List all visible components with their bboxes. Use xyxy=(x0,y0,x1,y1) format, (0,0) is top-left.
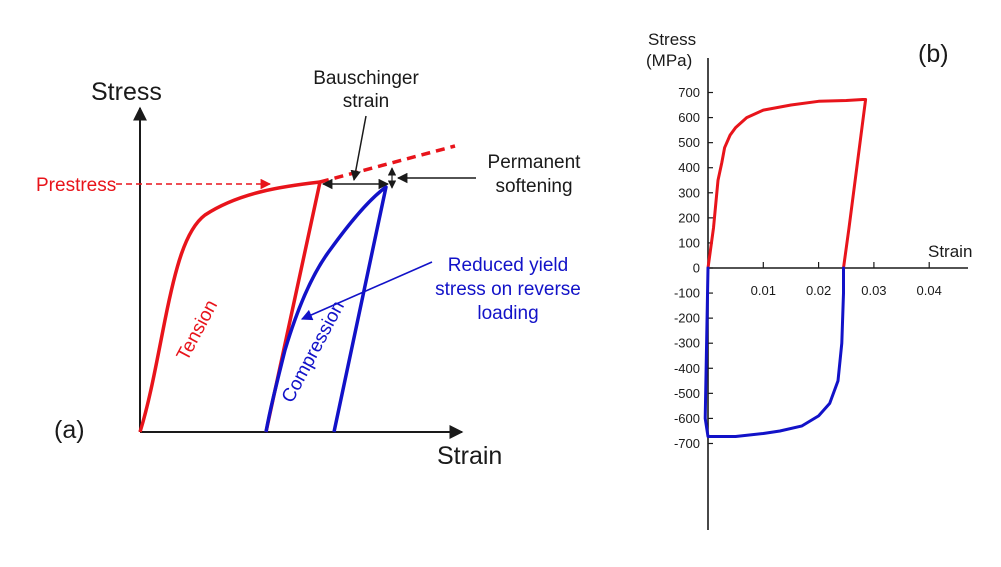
y-tick-label: -200 xyxy=(674,311,700,326)
panel-b-x-axis-label: Strain xyxy=(928,242,972,261)
panel-b-series xyxy=(703,98,868,438)
softening-label-line2: softening xyxy=(495,176,572,197)
compression-curve xyxy=(264,185,388,433)
reduced-yield-label-line2: stress on reverse xyxy=(435,279,581,300)
panel-b-y-axis-label-line1: Stress xyxy=(648,30,696,49)
panel-b-y-axis-label-line2: (MPa) xyxy=(646,51,692,70)
y-tick-label: -300 xyxy=(674,336,700,351)
y-tick-label: 700 xyxy=(678,85,700,100)
bauschinger-label-line2: strain xyxy=(343,91,389,112)
softening-label-line1: Permanent xyxy=(488,152,582,173)
tension-label: Tension xyxy=(173,297,222,365)
y-tick-label: 600 xyxy=(678,110,700,125)
y-tick-label: -500 xyxy=(674,386,700,401)
y-tick-label: 200 xyxy=(678,210,700,225)
tension-curve xyxy=(138,180,322,433)
panel-a-tag: (a) xyxy=(54,416,85,444)
panel-a-y-axis-label: Stress xyxy=(91,78,162,106)
y-tick-label: 400 xyxy=(678,160,700,175)
x-tick-label: 0.02 xyxy=(806,283,831,298)
y-tick-label: -100 xyxy=(674,286,700,301)
tension-loading-series xyxy=(706,98,868,270)
y-tick-label: -700 xyxy=(674,436,700,451)
compression-loading-series xyxy=(703,266,845,438)
bauschinger-pointer xyxy=(350,115,367,182)
prestress-label: Prestress xyxy=(36,175,116,196)
panel-b-y-ticks: 700 600 500 400 300 200 100 0 -100 -200 -300 -400 -5… xyxy=(674,85,713,451)
y-tick-label: 500 xyxy=(678,135,700,150)
panel-a-x-axis-label: Strain xyxy=(437,442,502,470)
x-tick-label: 0.04 xyxy=(917,283,942,298)
panel-b-x-ticks: 0.01 0.02 0.03 0.04 xyxy=(751,262,942,298)
reduced-yield-arrow xyxy=(300,261,433,321)
y-tick-label: 100 xyxy=(678,235,700,250)
y-tick-label: 300 xyxy=(678,185,700,200)
x-tick-label: 0.03 xyxy=(861,283,886,298)
y-tick-label: -600 xyxy=(674,411,700,426)
panel-b-tag: (b) xyxy=(918,40,949,68)
x-tick-label: 0.01 xyxy=(751,283,776,298)
panel-b: (b) Stress (MPa) Strain 700 600 500 400 300 2… xyxy=(646,30,972,530)
y-tick-label: -400 xyxy=(674,361,700,376)
reduced-yield-label-line1: Reduced yield xyxy=(448,255,568,276)
y-tick-label: 0 xyxy=(693,261,700,276)
panel-a: Stress Strain (a) Prestress Bauschinger … xyxy=(36,68,581,470)
tension-extension-dashed xyxy=(319,144,456,184)
reduced-yield-label-line3: loading xyxy=(477,303,538,324)
bauschinger-label-line1: Bauschinger xyxy=(313,68,419,89)
